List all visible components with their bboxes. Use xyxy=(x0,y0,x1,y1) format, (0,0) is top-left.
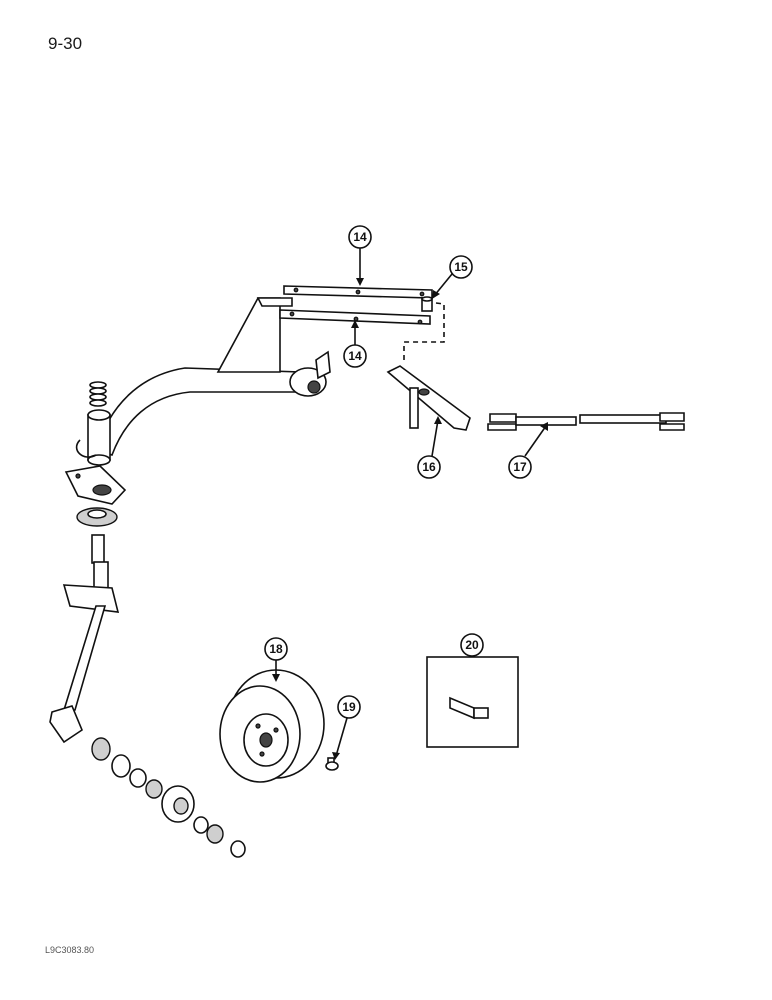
callout-label: 14 xyxy=(348,349,362,363)
callout-label: 19 xyxy=(342,700,356,714)
wheel-bolt xyxy=(325,757,339,771)
callout-16: 16 xyxy=(417,419,441,479)
callout-20: 20 xyxy=(460,633,484,657)
strap-lower xyxy=(279,309,431,325)
caster-frame-arm xyxy=(75,297,331,466)
callout-14-upper: 14 xyxy=(348,225,372,282)
bushing xyxy=(421,296,433,312)
tie-rod xyxy=(487,412,685,431)
callout-label: 20 xyxy=(465,638,479,652)
callout-label: 18 xyxy=(269,642,283,656)
callout-label: 17 xyxy=(513,460,527,474)
swivel-plate xyxy=(64,465,127,505)
page-number: 9-30 xyxy=(48,34,83,53)
callout-label: 14 xyxy=(353,230,367,244)
reference-code: L9C3083.80 xyxy=(45,945,95,955)
wheel-rim xyxy=(219,669,325,783)
spring xyxy=(89,381,107,407)
hub-bearing-stack xyxy=(91,737,246,858)
callout-19: 19 xyxy=(335,695,361,757)
callout-18: 18 xyxy=(264,637,288,676)
cam-washer xyxy=(76,507,118,527)
callout-label: 16 xyxy=(422,460,436,474)
inset-box xyxy=(426,656,519,748)
callout-17: 17 xyxy=(508,425,547,479)
pivot-arm xyxy=(386,365,471,431)
assembly-line xyxy=(403,302,445,362)
callout-15: 15 xyxy=(433,255,473,297)
strap-upper xyxy=(283,285,433,299)
caster-spindle xyxy=(49,534,120,744)
callout-label: 15 xyxy=(454,260,468,274)
callout-14-lower: 14 xyxy=(343,324,367,368)
leader-arrowheads xyxy=(272,278,548,760)
